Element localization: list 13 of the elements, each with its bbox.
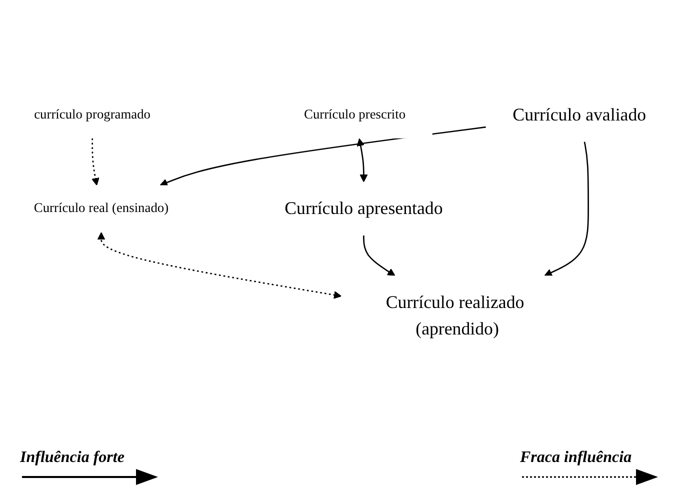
arrow: [544, 142, 589, 277]
legend-text: Influência forte: [20, 449, 124, 467]
node-text: Currículo apresentado: [284, 199, 443, 219]
arrow: [356, 138, 368, 183]
node-text: Currículo avaliado: [512, 106, 646, 126]
node-text: currículo programado: [34, 108, 151, 122]
arrow: [363, 236, 396, 276]
legend-text: Fraca influência: [520, 449, 632, 467]
arrow: [97, 232, 342, 300]
arrow: [92, 138, 100, 186]
node-text: Currículo realizado (aprendido): [386, 293, 524, 340]
arrow: [160, 126, 486, 187]
node-text: Currículo real (ensinado): [34, 202, 169, 216]
